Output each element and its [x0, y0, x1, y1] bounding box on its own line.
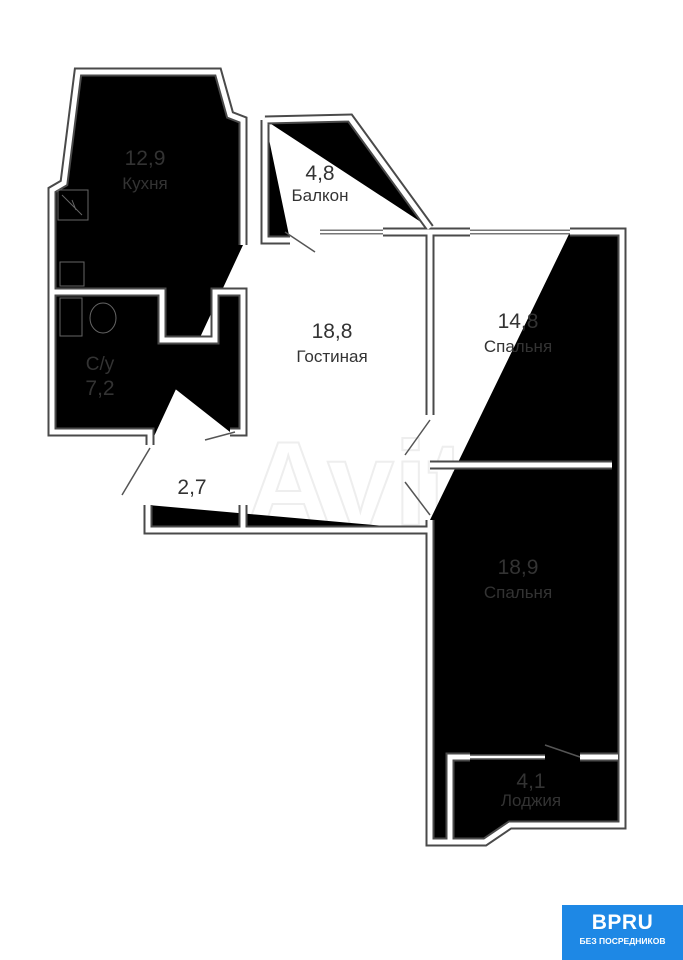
- logo-tagline: БЕЗ ПОСРЕДНИКОВ: [579, 936, 666, 946]
- sink-icon: [59, 261, 85, 287]
- logo-brand: BPRU: [591, 911, 654, 934]
- svg-text:14,8: 14,8: [498, 310, 539, 333]
- svg-text:12,9: 12,9: [125, 147, 166, 170]
- svg-text:18,9: 18,9: [498, 556, 539, 579]
- svg-text:2,7: 2,7: [177, 476, 206, 499]
- svg-text:Кухня: Кухня: [122, 174, 168, 193]
- svg-text:Гостиная: Гостиная: [296, 347, 367, 366]
- svg-text:Спальня: Спальня: [484, 583, 552, 602]
- svg-text:Лоджия: Лоджия: [501, 791, 561, 810]
- toilet-icon: [89, 302, 117, 334]
- svg-text:18,8: 18,8: [312, 320, 353, 343]
- windows: [320, 229, 570, 760]
- walls: [52, 72, 622, 842]
- bathtub-icon: [59, 297, 83, 337]
- svg-text:4,8: 4,8: [305, 162, 334, 185]
- bpru-logo: BPRU БЕЗ ПОСРЕДНИКОВ: [562, 905, 683, 960]
- svg-text:С/у: С/у: [86, 354, 115, 375]
- svg-text:Спальня: Спальня: [484, 337, 552, 356]
- svg-text:Балкон: Балкон: [291, 186, 348, 205]
- doors: [121, 231, 581, 758]
- stove-icon: [57, 189, 89, 221]
- room-labels: 12,9 Кухня 4,8 Балкон 18,8 Гостиная 14,8…: [85, 147, 561, 810]
- svg-text:4,1: 4,1: [516, 770, 545, 793]
- svg-text:7,2: 7,2: [85, 377, 114, 400]
- fixtures: [57, 189, 117, 337]
